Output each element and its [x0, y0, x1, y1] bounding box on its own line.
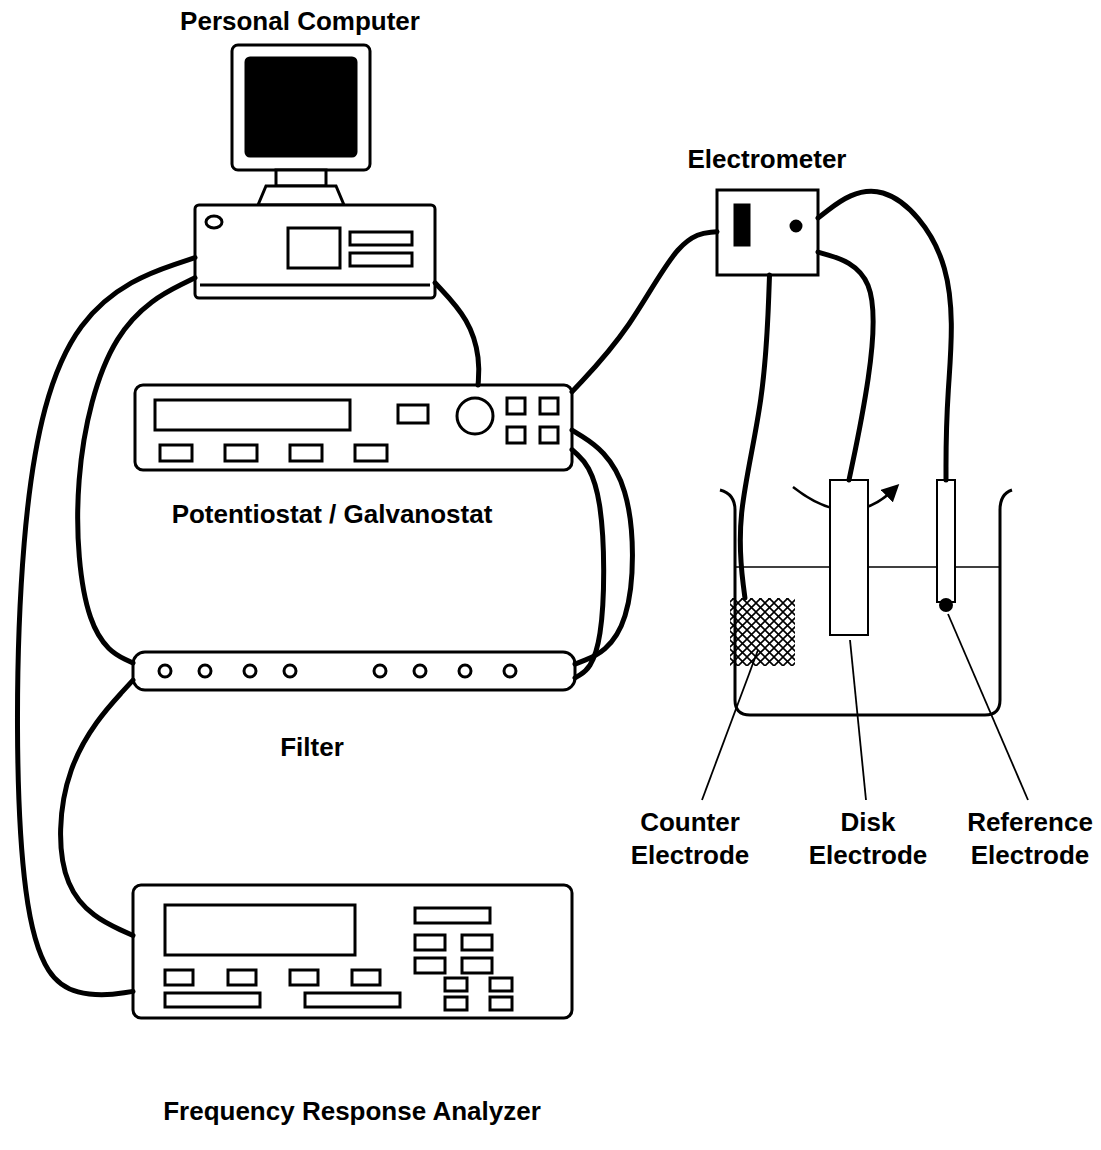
- cable: [435, 283, 479, 385]
- electrometer-drawing: [717, 190, 818, 275]
- cable: [818, 191, 951, 480]
- cable: [818, 252, 873, 480]
- filter-drawing: [133, 652, 575, 690]
- device-label: Personal Computer: [140, 5, 460, 38]
- device-node: Potentiostat / Galvanostat: [135, 385, 572, 470]
- cable: [17, 258, 195, 995]
- device-node: Personal Computer: [195, 45, 435, 298]
- analyzer-drawing: [133, 885, 572, 1018]
- device-label: Reference Electrode: [960, 806, 1100, 871]
- device-node: Filter: [133, 652, 575, 690]
- device-node: Disk Electrode: [830, 480, 868, 635]
- device-node: Counter Electrode: [730, 598, 795, 666]
- device-label: Electrometer: [667, 143, 867, 176]
- computer-drawing: [195, 45, 435, 298]
- device-label: Frequency Response Analyzer: [122, 1095, 582, 1128]
- cable: [740, 275, 769, 598]
- cable: [78, 278, 195, 663]
- device-node: Electrometer: [717, 190, 818, 275]
- device-node: Reference Electrode: [937, 480, 955, 610]
- cable: [572, 450, 604, 678]
- leader-line: [702, 614, 1028, 800]
- device-label: Filter: [212, 731, 412, 764]
- cable: [61, 680, 133, 935]
- device-label: Disk Electrode: [798, 806, 938, 871]
- cable: [572, 232, 717, 392]
- cell-drawing: [720, 480, 1012, 715]
- device-node: Frequency Response Analyzer: [133, 885, 572, 1018]
- device-label: Counter Electrode: [620, 806, 760, 871]
- potentiostat-drawing: [135, 385, 572, 470]
- device-label: Potentiostat / Galvanostat: [122, 498, 542, 531]
